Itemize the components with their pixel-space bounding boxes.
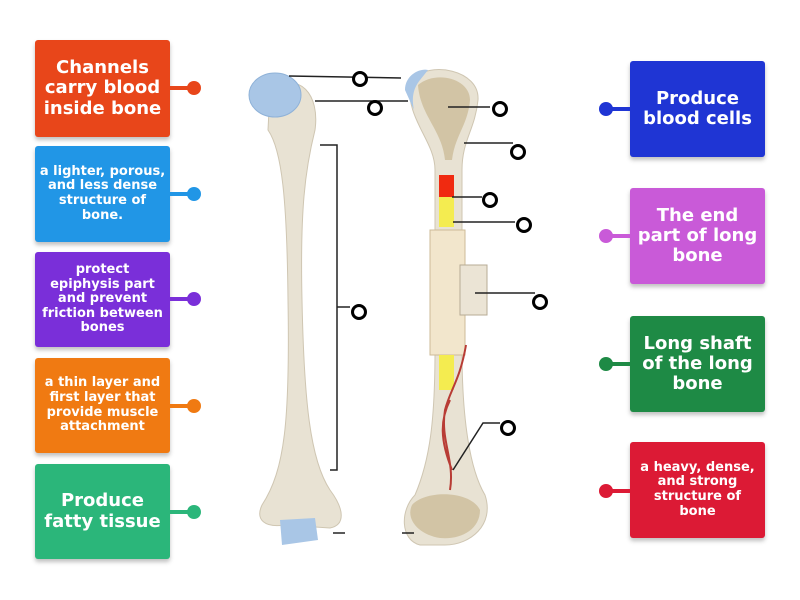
bone-exterior-illustration [248,72,342,545]
label-text: Produce fatty tissue [44,490,161,532]
label-text: a heavy, dense, and strong structure of … [640,459,755,519]
label-card-fatty[interactable]: Produce fatty tissue [35,464,170,559]
connector [610,489,630,493]
label-card-compact[interactable]: a heavy, dense, and strong structure of … [630,442,765,538]
drop-target-epiphyseal-line[interactable] [367,100,383,116]
label-text: The end part of long bone [637,204,758,267]
leader-lines [288,75,535,534]
drop-target-blood-vessel[interactable] [500,420,516,436]
bone-cross-section-illustration [403,69,488,546]
drop-target-red-marrow[interactable] [482,192,498,208]
connector [610,362,630,366]
label-card-blood-cells[interactable]: Produce blood cells [630,61,765,157]
label-card-spongy[interactable]: a lighter, porous, and less dense struct… [35,146,170,242]
label-text: Long shaft of the long bone [642,332,753,395]
drag-handle[interactable] [599,357,613,371]
drop-target-periosteum[interactable] [532,294,548,310]
drop-target-spongy-bone[interactable] [492,101,508,117]
drag-handle[interactable] [187,292,201,306]
label-card-epiphysis[interactable]: The end part of long bone [630,188,765,284]
label-text: a thin layer and first layer that provid… [44,375,161,435]
connector [170,510,190,514]
label-text: a lighter, porous, and less dense struct… [39,163,166,223]
connector [170,86,190,90]
drop-target-yellow-marrow[interactable] [516,217,532,233]
label-text: Channels carry blood inside bone [43,57,162,119]
drag-handle[interactable] [599,484,613,498]
connector [170,297,190,301]
label-text: protect epiphysis part and prevent frict… [42,262,163,336]
connector [610,234,630,238]
label-card-diaphysis[interactable]: Long shaft of the long bone [630,316,765,412]
connector [170,192,190,196]
label-card-periosteum[interactable]: a thin layer and first layer that provid… [35,358,170,453]
label-card-channels[interactable]: Channels carry blood inside bone [35,40,170,137]
drag-handle[interactable] [187,399,201,413]
drag-handle[interactable] [187,187,201,201]
drop-target-articular-cartilage[interactable] [352,71,368,87]
drop-target-compact-bone[interactable] [510,144,526,160]
connector [170,404,190,408]
connector [610,107,630,111]
drag-handle[interactable] [187,81,201,95]
label-text: Produce blood cells [643,87,752,129]
label-card-cartilage[interactable]: protect epiphysis part and prevent frict… [35,252,170,347]
drag-handle[interactable] [187,505,201,519]
drop-target-diaphysis[interactable] [351,304,367,320]
drag-handle[interactable] [599,229,613,243]
drag-handle[interactable] [599,102,613,116]
